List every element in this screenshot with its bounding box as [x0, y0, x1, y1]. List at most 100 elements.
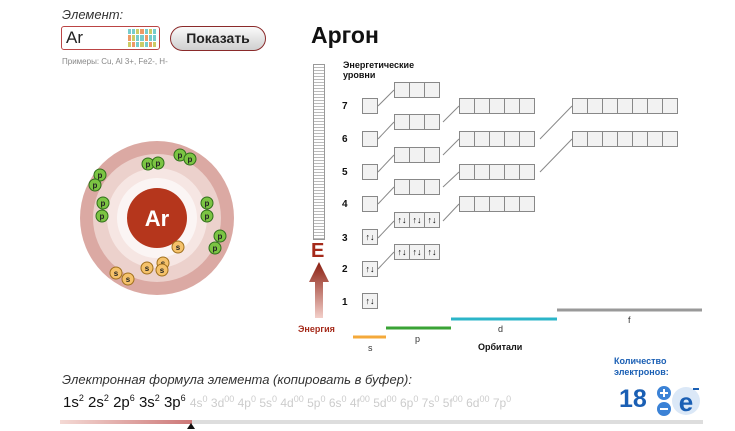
- formula-slider-fill: [60, 420, 192, 424]
- formula-term: 3s2: [138, 393, 160, 411]
- energy-scale: [313, 64, 325, 240]
- orbital-row: [572, 98, 678, 114]
- orbital-row: [394, 82, 440, 98]
- orbital-row: ↑↓↑↓↑↓: [394, 244, 440, 260]
- orbital-row: [394, 147, 440, 163]
- orbital-cell: [504, 164, 520, 180]
- orbital-cell: [362, 98, 378, 114]
- orbital-row: [459, 98, 535, 114]
- p-electron-label: p: [146, 160, 151, 169]
- orbital-cell: [602, 131, 618, 147]
- electron-stepper[interactable]: e: [655, 385, 701, 417]
- orbital-row: [572, 131, 678, 147]
- formula-term: 2s2: [88, 393, 109, 411]
- orbital-cell: [394, 114, 410, 130]
- p-electron-label: p: [98, 171, 103, 180]
- examples-hint: Примеры: Cu, Al 3+, Fe2-, H-: [62, 57, 168, 66]
- p-label: p: [415, 334, 421, 344]
- orbital-cell: [459, 196, 475, 212]
- electron-count-value: 18: [619, 385, 647, 413]
- orbital-cell: [617, 131, 633, 147]
- orbital-cell: [587, 98, 603, 114]
- s-electron: [140, 261, 154, 275]
- p-electron-label: p: [218, 232, 223, 241]
- p-electron-label: p: [205, 212, 210, 221]
- orbital-cell: [394, 147, 410, 163]
- level-number: 3: [342, 233, 348, 244]
- orbital-row: [362, 131, 378, 147]
- s-label: s: [368, 343, 373, 353]
- orbital-cell: ↑↓: [409, 244, 425, 260]
- orbital-row: ↑↓↑↓↑↓: [394, 212, 440, 228]
- orbital-cell: ↑↓: [362, 261, 378, 277]
- s-electron: [121, 272, 135, 286]
- orbital-cell: [362, 131, 378, 147]
- orbital-cell: [409, 114, 425, 130]
- orbital-row: [394, 179, 440, 195]
- orbital-row: ↑↓: [362, 293, 378, 309]
- orbital-row: [459, 131, 535, 147]
- orbital-cell: ↑↓: [362, 229, 378, 245]
- s-electron: [109, 266, 123, 280]
- slider-handle[interactable]: [187, 423, 195, 429]
- level-number: 1: [342, 297, 348, 308]
- orbital-row: [459, 196, 535, 212]
- periodic-table-icon[interactable]: [128, 29, 156, 47]
- element-name: Аргон: [311, 22, 379, 48]
- orbital-cell: [409, 179, 425, 195]
- p-electron: [183, 152, 197, 166]
- formula-term-empty: 6p0: [399, 394, 419, 410]
- level-number: 6: [342, 134, 348, 145]
- orbital-cell: [519, 98, 535, 114]
- orbital-cell: [632, 131, 648, 147]
- orbital-row: [362, 196, 378, 212]
- orbital-row: [362, 164, 378, 180]
- orbital-cell: [394, 179, 410, 195]
- orbitals-label: Орбитали: [478, 342, 523, 352]
- p-electron: [95, 209, 109, 223]
- orbital-cell: [459, 98, 475, 114]
- orbital-cell: [489, 196, 505, 212]
- orbital-cell: [489, 98, 505, 114]
- formula-term-empty: 6d00: [466, 394, 490, 410]
- s-electron-label: s: [160, 266, 165, 275]
- formula-slider-track[interactable]: [60, 420, 703, 424]
- orbital-cell: [424, 114, 440, 130]
- p-electron-label: p: [205, 199, 210, 208]
- formula-term-empty: 5f00: [442, 394, 463, 410]
- formula-term-empty: 7p0: [492, 394, 512, 410]
- s-electron-label: s: [145, 264, 150, 273]
- formula-term-empty: 6s0: [328, 394, 347, 410]
- p-electron: [200, 209, 214, 223]
- orbital-cell: ↑↓: [362, 293, 378, 309]
- f-label: f: [628, 315, 631, 325]
- show-button[interactable]: Показать: [170, 26, 266, 51]
- p-electron-label: p: [213, 244, 218, 253]
- s-electron-label: s: [114, 269, 119, 278]
- electron-formula[interactable]: 1s2 2s2 2p6 3s2 3p6 4s0 3d00 4p0 5s0 4d0…: [63, 393, 511, 411]
- formula-term-empty: 5d00: [373, 394, 397, 410]
- orbital-cell: [394, 82, 410, 98]
- orbital-cell: [474, 98, 490, 114]
- formula-term-empty: 4d00: [280, 394, 304, 410]
- orbital-cell: ↑↓: [424, 244, 440, 260]
- formula-term-empty: 4f00: [349, 394, 370, 410]
- formula-term-empty: 5p0: [307, 394, 326, 410]
- p-electron-label: p: [178, 151, 183, 160]
- level-number: 7: [342, 101, 348, 112]
- orbital-cell: [662, 131, 678, 147]
- nucleus: [127, 188, 187, 248]
- p-electron-label: p: [156, 159, 161, 168]
- orbital-cell: [647, 131, 663, 147]
- orbital-row: [394, 114, 440, 130]
- orbital-cell: [519, 196, 535, 212]
- orbital-cell: [602, 98, 618, 114]
- formula-term-empty: 5s0: [259, 394, 278, 410]
- electron-symbol-icon: e: [679, 387, 693, 417]
- orbital-row: [362, 98, 378, 114]
- electron-count-label: Количество электронов:: [614, 356, 669, 377]
- orbital-cell: ↑↓: [394, 244, 410, 260]
- orbital-cell: [409, 82, 425, 98]
